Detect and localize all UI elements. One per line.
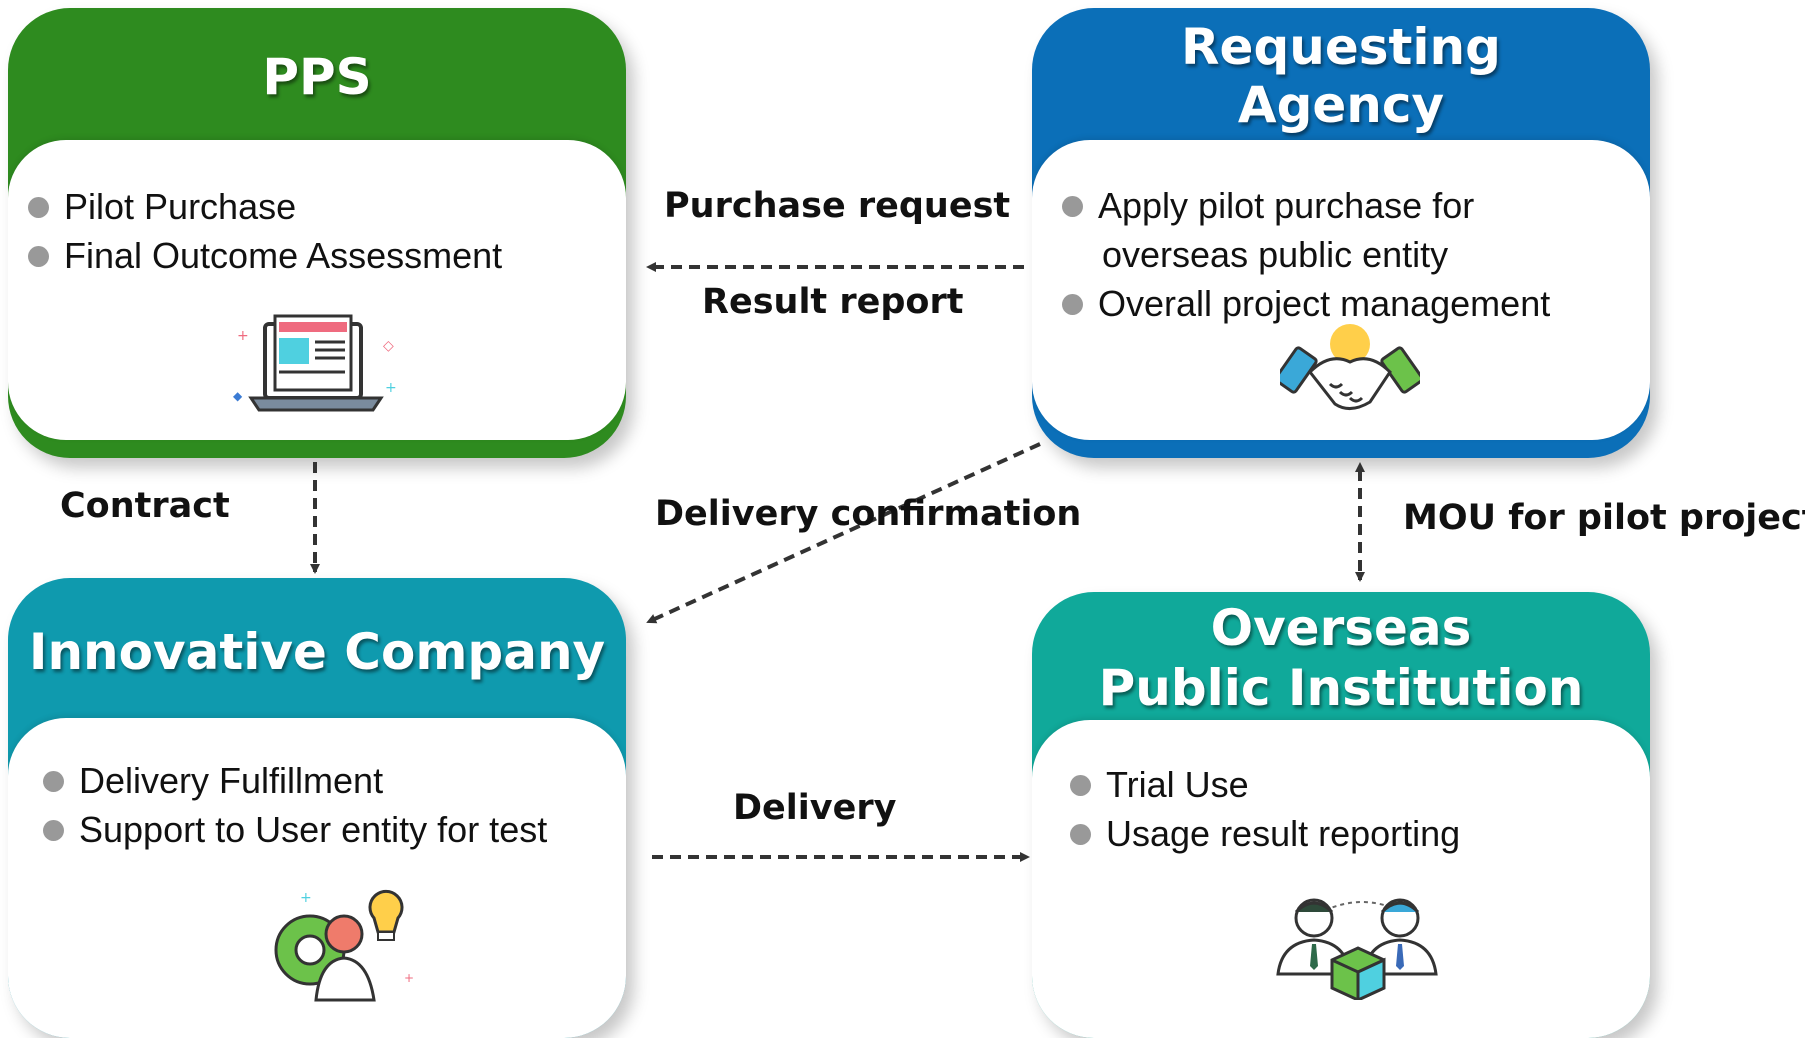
list-item: Trial Use bbox=[1070, 760, 1460, 809]
svg-text:+: + bbox=[300, 890, 312, 906]
list-item: Support to User entity for test bbox=[43, 805, 547, 854]
list-item: Overall project management bbox=[1062, 279, 1550, 328]
gear-idea-person-icon: + + bbox=[274, 889, 414, 1002]
people-box-icon bbox=[1276, 898, 1438, 1000]
svg-text:◇: ◇ bbox=[383, 338, 394, 354]
list-item: Pilot Purchase bbox=[28, 182, 502, 231]
list-item-continuation: overseas public entity bbox=[1102, 234, 1449, 275]
svg-text:+: + bbox=[404, 971, 414, 985]
innovative-company-title: Innovative Company bbox=[28, 623, 606, 681]
list-item: Usage result reporting bbox=[1070, 809, 1460, 858]
contract-label: Contract bbox=[60, 486, 230, 526]
overseas-institution-body: Trial Use Usage result reporting bbox=[1032, 720, 1650, 1038]
svg-text:+: + bbox=[385, 380, 397, 396]
pps-body: Pilot Purchase Final Outcome Assessment … bbox=[8, 140, 626, 440]
list-item: Final Outcome Assessment bbox=[28, 231, 502, 280]
overseas-institution-card: Overseas Public Institution Trial Use Us… bbox=[1032, 592, 1650, 1038]
pps-title: PPS bbox=[262, 48, 372, 106]
requesting-agency-card: Requesting Agency Apply pilot purchase f… bbox=[1032, 8, 1650, 458]
purchase-request-label: Purchase request bbox=[664, 186, 1011, 226]
overseas-institution-title: Overseas Public Institution bbox=[1098, 599, 1584, 717]
pps-card: PPS Pilot Purchase Final Outcome Assessm… bbox=[8, 8, 626, 458]
list-item: Delivery Fulfillment bbox=[43, 756, 547, 805]
svg-text:+: + bbox=[237, 328, 249, 344]
innovative-company-card: Innovative Company Delivery Fulfillment … bbox=[8, 578, 626, 1038]
innovative-company-body: Delivery Fulfillment Support to User ent… bbox=[8, 718, 626, 1038]
list-item: Apply pilot purchase for bbox=[1062, 181, 1550, 230]
delivery-label: Delivery bbox=[733, 788, 897, 828]
handshake-icon bbox=[1280, 324, 1420, 410]
requesting-agency-body: Apply pilot purchase for overseas public… bbox=[1032, 140, 1650, 440]
delivery-confirmation-label: Delivery confirmation bbox=[655, 494, 1082, 534]
laptop-document-icon: + ◇ ◆ + bbox=[233, 314, 397, 412]
requesting-agency-title: Requesting Agency bbox=[1181, 18, 1501, 134]
mou-label: MOU for pilot project bbox=[1403, 498, 1805, 538]
result-report-label: Result report bbox=[702, 282, 964, 322]
svg-text:◆: ◆ bbox=[233, 389, 243, 403]
